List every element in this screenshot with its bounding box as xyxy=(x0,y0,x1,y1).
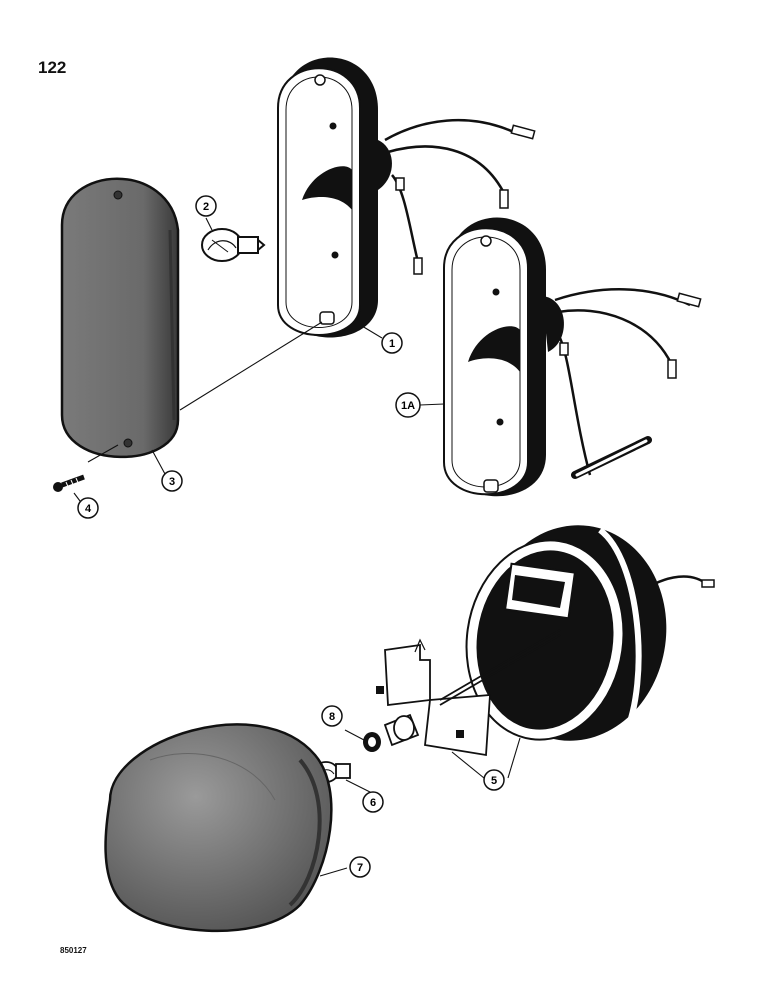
svg-text:8: 8 xyxy=(329,711,335,723)
svg-text:7: 7 xyxy=(357,862,363,874)
screw-4 xyxy=(53,474,85,492)
lamp-housing-1a xyxy=(443,217,702,497)
callout-2: 2 xyxy=(195,195,217,217)
svg-text:3: 3 xyxy=(169,476,175,488)
callout-3: 3 xyxy=(161,470,183,492)
svg-text:6: 6 xyxy=(370,797,376,809)
svg-text:1: 1 xyxy=(389,338,395,350)
lamp-housing-1 xyxy=(277,57,536,338)
callout-4: 4 xyxy=(77,497,99,519)
svg-text:1A: 1A xyxy=(401,400,415,412)
figure-code: 850127 xyxy=(60,946,87,955)
leader-lines xyxy=(73,217,521,877)
page-number: 122 xyxy=(38,58,67,77)
round-lamp-housing-5 xyxy=(376,525,715,757)
svg-text:5: 5 xyxy=(491,775,497,787)
dome-lens-7 xyxy=(104,723,333,933)
callout-8: 8 xyxy=(321,705,343,727)
callout-5: 5 xyxy=(483,769,505,791)
callout-7: 7 xyxy=(349,856,371,878)
lamp-lens-3 xyxy=(60,177,180,459)
socket-8 xyxy=(363,713,420,752)
svg-text:4: 4 xyxy=(85,503,92,515)
callout-1: 1 xyxy=(381,332,403,354)
svg-text:2: 2 xyxy=(203,201,209,213)
callout-6: 6 xyxy=(362,791,384,813)
bulb-2 xyxy=(201,228,266,262)
callout-1a: 1A xyxy=(395,392,421,418)
